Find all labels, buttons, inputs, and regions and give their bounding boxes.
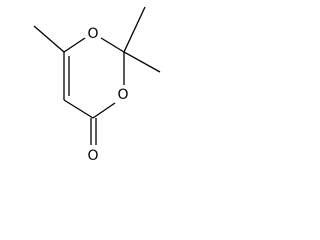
bond-c6-o1 (63, 37, 86, 53)
bond-c6-methyl (33, 25, 65, 53)
atom-carbonyl-o-label: O (87, 148, 98, 164)
bond-c4-c5 (63, 99, 94, 119)
bond-c2-methyl-a (123, 6, 146, 53)
bond-c2-methyl-b (123, 51, 161, 73)
atom-o3-label: O (117, 87, 128, 103)
atom-o1-label: O (87, 26, 98, 42)
bond-o3-c4 (92, 102, 116, 119)
bond-o1-c2 (100, 37, 125, 53)
structure-diagram: O O O (33, 6, 161, 164)
